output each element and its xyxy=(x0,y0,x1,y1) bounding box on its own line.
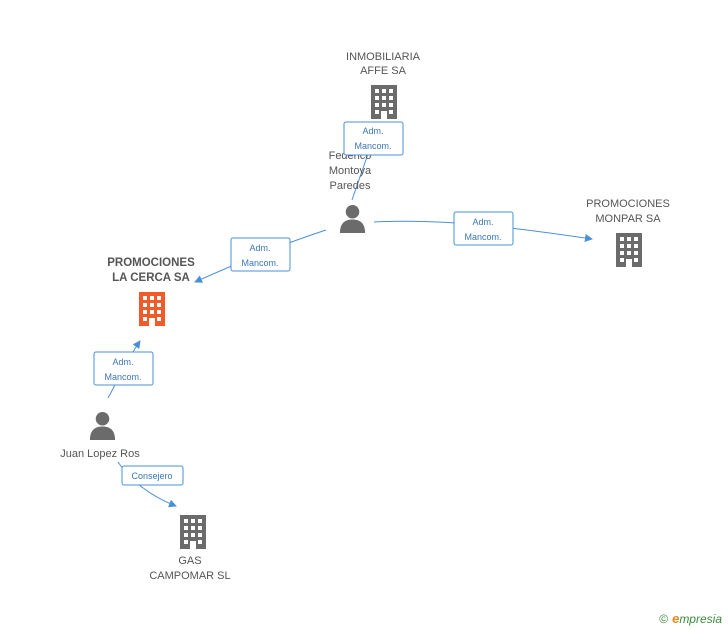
node-monpar-line1: PROMOCIONES xyxy=(586,198,670,210)
relation-r4-line2: Mancom. xyxy=(104,372,141,382)
node-federico-line2: Montoya xyxy=(329,165,372,177)
relation-r2-line2: Mancom. xyxy=(464,232,501,242)
relation-r5[interactable]: Consejero xyxy=(121,465,184,486)
copyright-icon: © xyxy=(659,612,669,626)
relation-r2-line1: Adm. xyxy=(472,217,493,227)
node-inmobiliaria-line1: INMOBILIARIA xyxy=(346,51,421,63)
node-lacerca[interactable]: PROMOCIONES LA CERCA SA xyxy=(107,257,195,326)
node-juan[interactable]: Juan Lopez Ros xyxy=(60,411,140,460)
relation-r1-line1: Adm. xyxy=(362,126,383,136)
footer-brand: ©empresia xyxy=(659,611,722,626)
relation-r2[interactable]: Adm. Mancom. xyxy=(453,211,514,246)
node-gas-line2: CAMPOMAR SL xyxy=(149,570,230,582)
relation-r1-line2: Mancom. xyxy=(354,141,391,151)
node-gas-line1: GAS xyxy=(178,555,201,567)
node-federico-line3: Paredes xyxy=(330,180,371,192)
building-icon xyxy=(371,85,397,119)
edge-juan-gas xyxy=(117,461,177,508)
node-lacerca-line2: LA CERCA SA xyxy=(112,272,190,284)
node-monpar[interactable]: PROMOCIONES MONPAR SA xyxy=(586,198,670,267)
node-gas[interactable]: GAS CAMPOMAR SL xyxy=(149,515,231,582)
relation-r4-line1: Adm. xyxy=(112,357,133,367)
node-inmobiliaria-line2: AFFE SA xyxy=(360,65,407,77)
relation-r3[interactable]: Adm. Mancom. xyxy=(230,237,291,272)
building-icon xyxy=(616,233,642,267)
relation-r4[interactable]: Adm. Mancom. xyxy=(93,351,154,386)
person-icon xyxy=(339,204,366,233)
node-juan-line1: Juan Lopez Ros xyxy=(60,448,140,460)
node-lacerca-line1: PROMOCIONES xyxy=(107,257,195,269)
relation-r3-line2: Mancom. xyxy=(241,258,278,268)
relation-r1[interactable]: Adm. Mancom. xyxy=(343,121,404,156)
building-icon xyxy=(139,292,165,326)
node-monpar-line2: MONPAR SA xyxy=(595,213,661,225)
building-icon xyxy=(180,515,206,549)
relation-r5-line1: Consejero xyxy=(131,471,172,481)
person-icon xyxy=(89,411,116,440)
node-inmobiliaria[interactable]: INMOBILIARIA AFFE SA xyxy=(346,51,421,119)
relation-r3-line1: Adm. xyxy=(249,243,270,253)
brand-logo: empresia xyxy=(672,611,722,626)
